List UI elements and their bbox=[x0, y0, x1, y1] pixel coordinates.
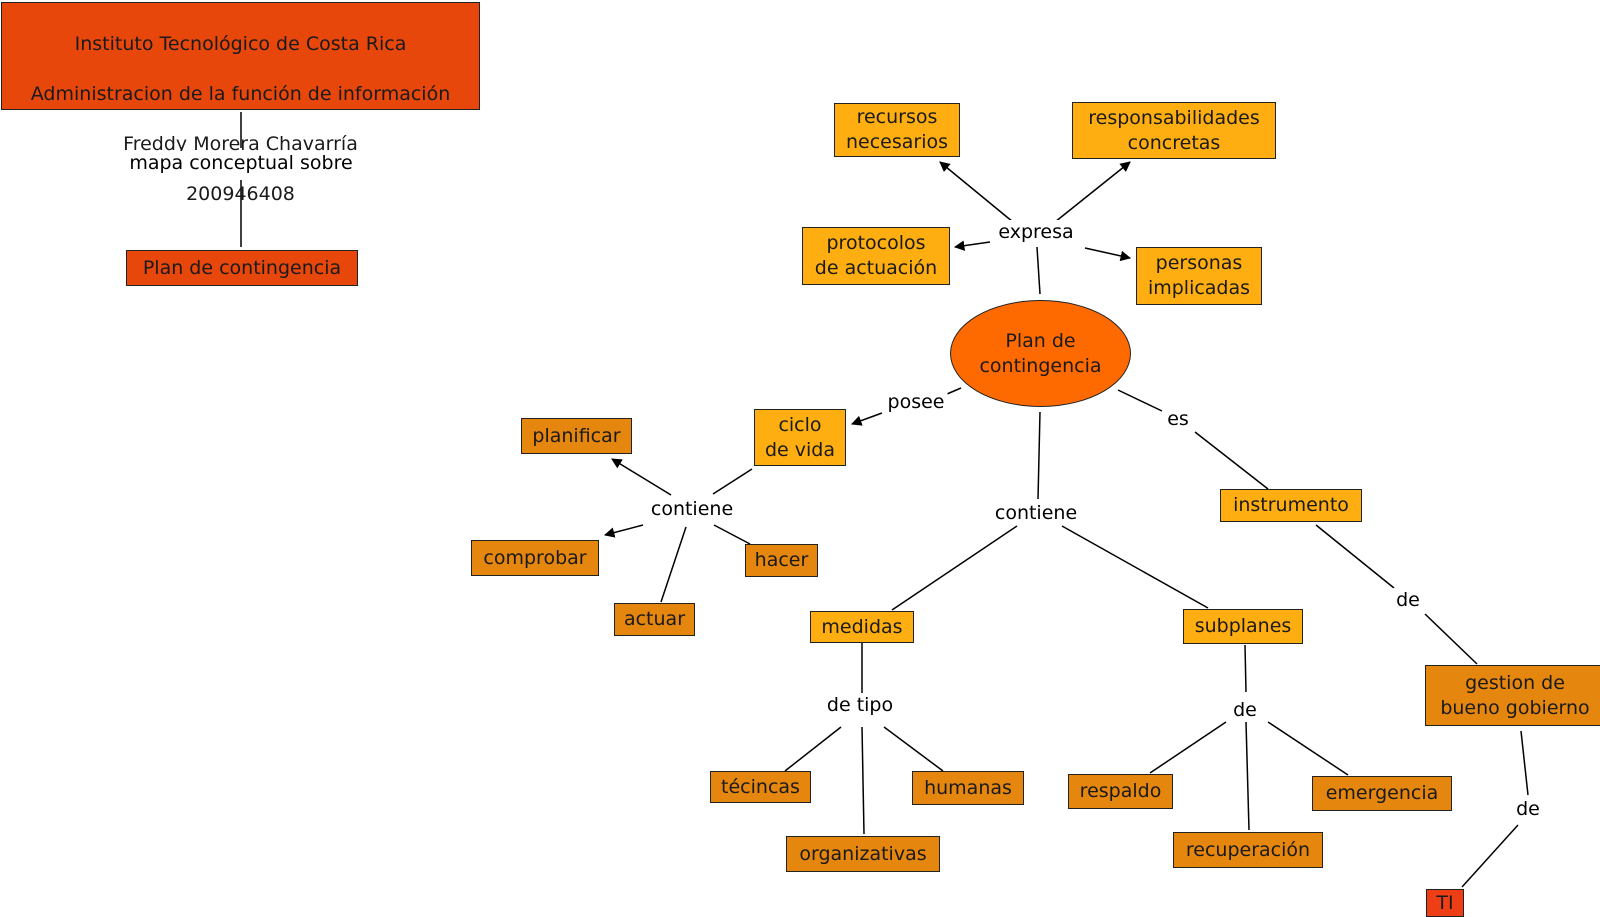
link-label-posee: posee bbox=[884, 390, 948, 414]
link-label-contiene-main: contiene bbox=[991, 501, 1081, 525]
node-humanas[interactable]: humanas bbox=[912, 771, 1024, 805]
node-protocolos-de-actuacion[interactable]: protocolos de actuación bbox=[802, 227, 950, 285]
node-organizativas[interactable]: organizativas bbox=[786, 836, 940, 872]
node-medidas[interactable]: medidas bbox=[810, 611, 914, 643]
link-label-contiene-ciclo: contiene bbox=[647, 497, 737, 521]
node-instrumento[interactable]: instrumento bbox=[1220, 489, 1362, 522]
node-hacer[interactable]: hacer bbox=[745, 544, 818, 577]
link-label-de-instrumento: de bbox=[1393, 588, 1423, 612]
node-actuar[interactable]: actuar bbox=[614, 603, 695, 636]
link-label-mapa-conceptual: mapa conceptual sobre bbox=[126, 151, 356, 175]
author-header-box: Instituto Tecnológico de Costa Rica Admi… bbox=[1, 2, 480, 205]
header-author: Freddy Morera Chavarría bbox=[123, 133, 358, 155]
node-tecnicas[interactable]: técincas bbox=[710, 771, 811, 803]
node-comprobar[interactable]: comprobar bbox=[471, 540, 599, 576]
node-ciclo-de-vida[interactable]: ciclo de vida bbox=[754, 409, 846, 466]
link-label-de-tipo: de tipo bbox=[823, 693, 897, 717]
node-subplanes[interactable]: subplanes bbox=[1183, 609, 1303, 644]
node-responsabilidades-concretas[interactable]: responsabilidades concretas bbox=[1072, 102, 1276, 159]
node-plan-de-contingencia-center[interactable]: Plan de contingencia bbox=[950, 300, 1131, 407]
node-ti[interactable]: TI bbox=[1426, 889, 1464, 917]
node-recuperacion[interactable]: recuperación bbox=[1173, 832, 1323, 868]
node-personas-implicadas[interactable]: personas implicadas bbox=[1136, 247, 1262, 305]
header-id: 200946408 bbox=[186, 183, 295, 205]
node-plan-de-contingencia-topic[interactable]: Plan de contingencia bbox=[126, 250, 358, 286]
link-label-de-gestion: de bbox=[1513, 797, 1543, 821]
node-emergencia[interactable]: emergencia bbox=[1312, 776, 1452, 811]
header-institution: Instituto Tecnológico de Costa Rica bbox=[74, 33, 407, 55]
node-recursos-necesarios[interactable]: recursos necesarios bbox=[834, 103, 960, 157]
node-planificar[interactable]: planificar bbox=[521, 418, 632, 454]
node-respaldo[interactable]: respaldo bbox=[1068, 774, 1173, 809]
header-course: Administracion de la función de informac… bbox=[30, 83, 451, 105]
link-label-expresa: expresa bbox=[995, 220, 1077, 244]
link-label-es: es bbox=[1164, 407, 1192, 431]
node-gestion-de-bueno-gobierno[interactable]: gestion de bueno gobierno bbox=[1425, 665, 1600, 726]
link-label-de-subplanes: de bbox=[1230, 698, 1260, 722]
